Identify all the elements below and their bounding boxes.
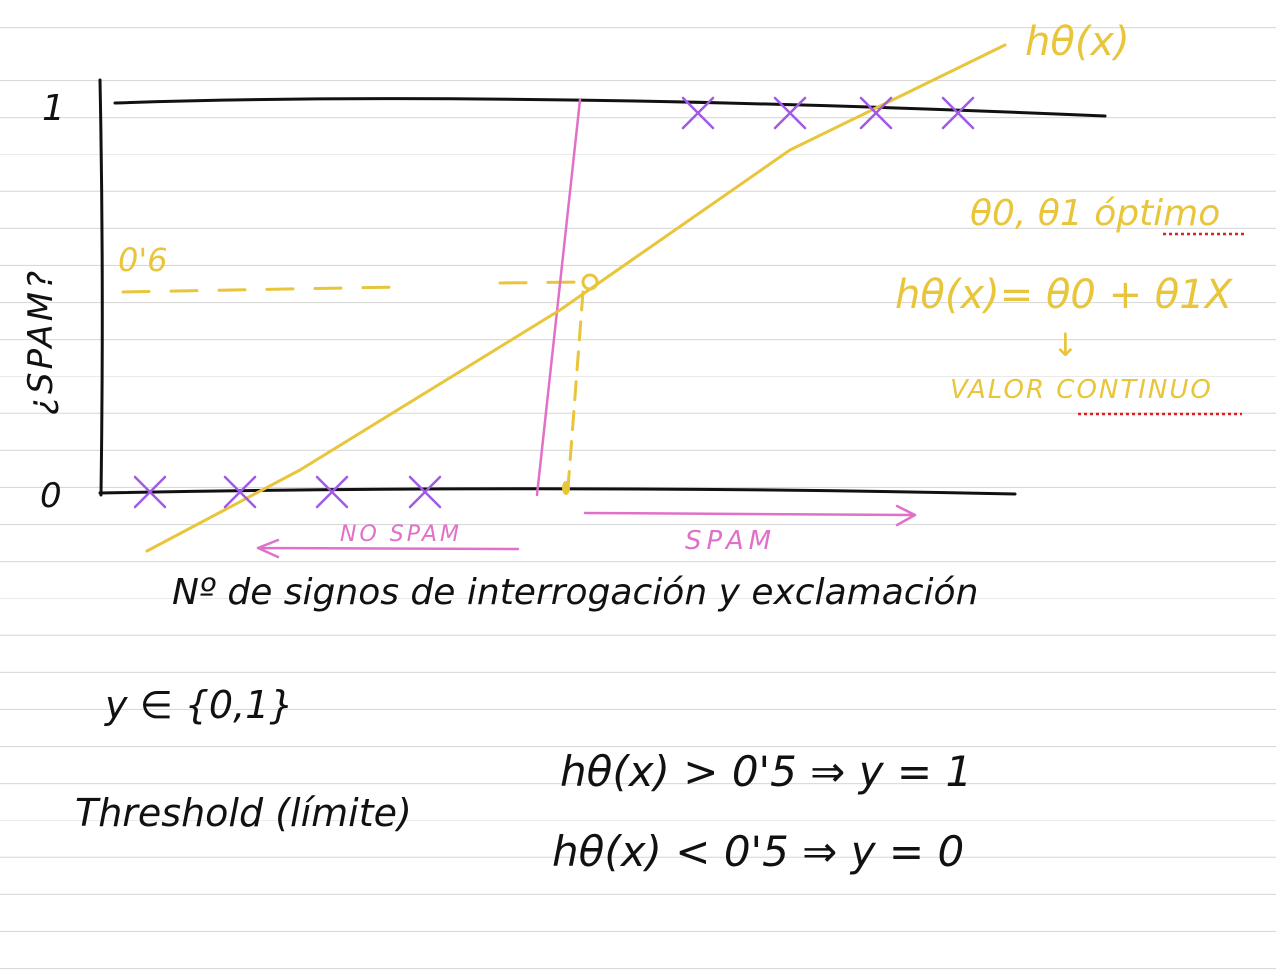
decision-boundary [535, 98, 582, 497]
hypothesis-line [145, 43, 1007, 553]
data-point-x-marker [681, 96, 715, 130]
spam-arrow [583, 504, 917, 527]
y-axis [98, 78, 104, 497]
threshold-dashed-line [498, 280, 587, 285]
data-point-x-marker [859, 96, 893, 130]
threshold-label: 0'6 [118, 241, 168, 279]
threshold-note: Threshold (límite) [75, 791, 412, 835]
upper-bound-line [113, 97, 1107, 118]
x-axis [98, 487, 1017, 496]
data-point-x-marker [315, 475, 349, 509]
params-note: θ0, θ1 óptimo [970, 193, 1220, 234]
y-axis-label: ¿SPAM? [21, 268, 61, 415]
continuous-value-note: VALOR CONTINUO [950, 375, 1213, 405]
data-point-x-marker [773, 96, 807, 130]
drop-dashed-line [566, 290, 585, 490]
down-arrow: ↓ [1052, 326, 1079, 364]
y-tick-label: 1 [42, 88, 65, 129]
y-set-note: y ∈ {0,1} [104, 683, 294, 727]
rule-y-equals-0: hθ(x) < 0'5 ⇒ y = 0 [552, 827, 964, 876]
spam-label: SPAM [685, 526, 776, 556]
data-point-x-marker [408, 475, 442, 509]
data-point-x-marker [223, 475, 257, 509]
no-spam-arrow [256, 538, 520, 559]
data-points [133, 96, 975, 509]
no-spam-label: NO SPAM [340, 522, 462, 547]
x-axis-label: Nº de signos de interrogación y exclamac… [172, 572, 978, 613]
decision-point-marker [562, 481, 570, 495]
hypothesis-equation: hθ(x)= θ0 + θ1X [895, 272, 1234, 318]
hypothesis-label: hθ(x) [1025, 19, 1130, 65]
data-point-x-marker [133, 475, 167, 509]
threshold-dashed-line [121, 285, 402, 294]
data-point-x-marker [941, 96, 975, 130]
rule-y-equals-1: hθ(x) > 0'5 ⇒ y = 1 [560, 747, 972, 796]
y-tick-label: 0 [40, 476, 62, 516]
